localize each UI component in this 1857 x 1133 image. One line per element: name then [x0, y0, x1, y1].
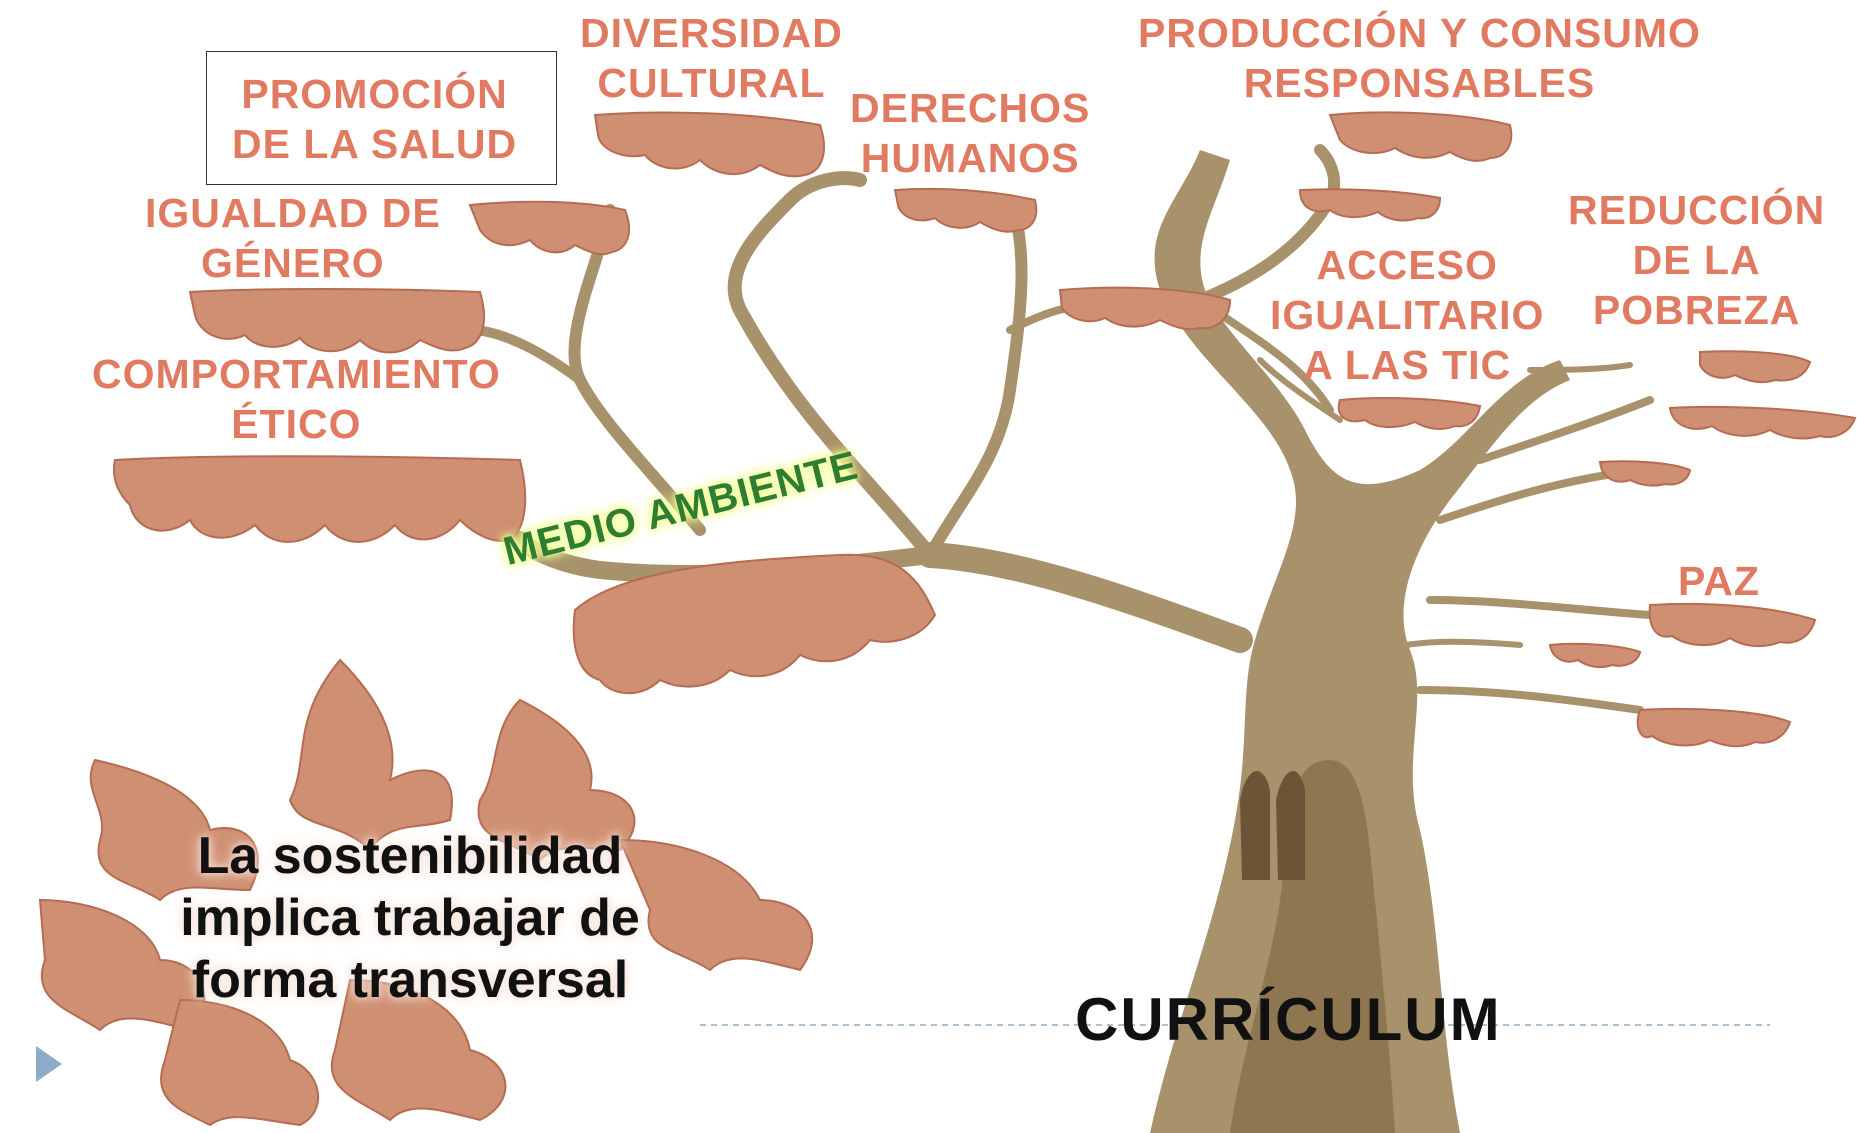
- label-produccion-consumo: PRODUCCIÓN Y CONSUMO RESPONSABLES: [1138, 10, 1701, 106]
- oak-leaves-decoration: [38, 658, 814, 1127]
- leaf-cluster-produccion: [1328, 111, 1513, 162]
- label-comportamiento-etico: COMPORTAMIENTO ÉTICO: [92, 351, 501, 447]
- leaf-cluster-genero: [188, 288, 485, 354]
- label-diversidad-cultural: DIVERSIDAD CULTURAL: [580, 10, 843, 106]
- leaf-cluster-pobreza-2: [1668, 405, 1857, 440]
- slide-arrow-icon: [36, 1046, 62, 1082]
- leaf-cluster-centro: [1058, 286, 1232, 331]
- label-reduccion-pobreza: REDUCCIÓN DE LA POBREZA: [1568, 187, 1826, 333]
- label-derechos-humanos: DERECHOS HUMANOS: [850, 85, 1091, 181]
- label-curriculum: CURRÍCULUM: [1075, 986, 1502, 1053]
- label-acceso-tic: ACCESO IGUALITARIO A LAS TIC: [1270, 242, 1545, 388]
- leaf-cluster-paz: [1648, 602, 1817, 648]
- leaf-cluster-produccion-2: [1298, 188, 1442, 222]
- leaf-cluster-salud: [468, 200, 631, 256]
- leaf-cluster-tic: [1337, 397, 1482, 430]
- foliage: [112, 111, 1857, 748]
- leaf-cluster-diversidad: [593, 111, 825, 178]
- leaf-cluster-bottom-right: [1636, 707, 1792, 748]
- label-promocion-salud: PROMOCIÓN DE LA SALUD: [232, 71, 518, 167]
- promocion-salud-box: [206, 51, 557, 185]
- leaf-cluster-paz-small: [1598, 460, 1692, 487]
- leaf-cluster-pobreza: [1699, 350, 1812, 384]
- label-igualdad-genero: IGUALDAD DE GÉNERO: [145, 190, 441, 286]
- leaf-cluster-medio-ambiente: [572, 553, 937, 695]
- tree-trunk: [1150, 150, 1570, 1133]
- leaf-cluster-derechos: [893, 187, 1038, 233]
- caption-sostenibilidad: La sostenibilidad implica trabajar de fo…: [180, 827, 640, 1009]
- leaf-cluster-comportamiento: [112, 455, 527, 543]
- leaf-cluster-paz-2: [1548, 642, 1642, 669]
- label-paz: PAZ: [1678, 558, 1760, 604]
